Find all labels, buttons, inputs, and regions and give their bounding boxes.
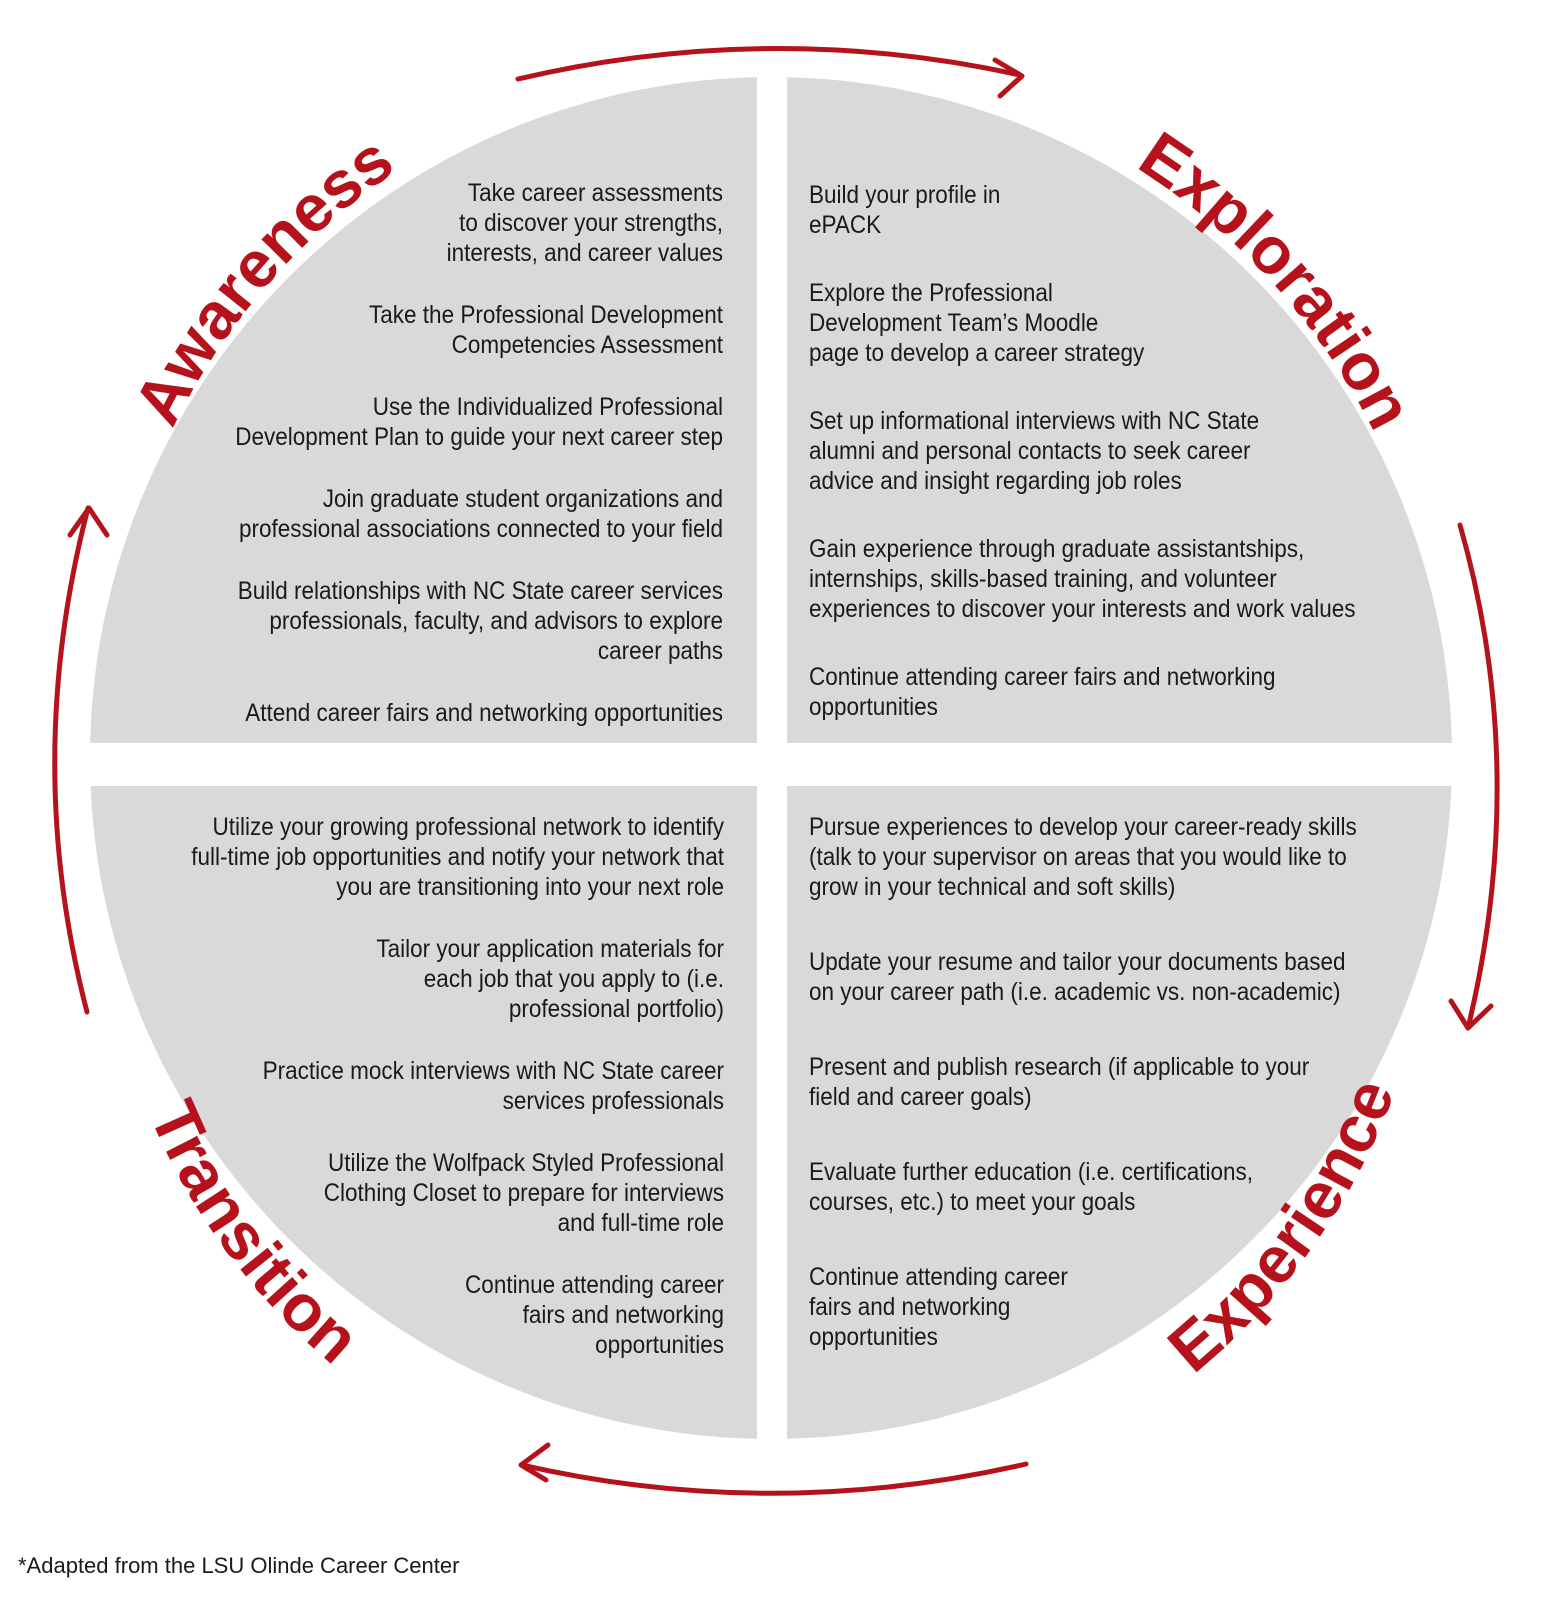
experience-actions: Pursue experiences to develop your caree…: [809, 812, 1357, 1352]
experience-item: Present and publish research (if applica…: [809, 1053, 1310, 1111]
experience-item: Evaluate further education (i.e. certifi…: [809, 1158, 1253, 1216]
footnote: *Adapted from the LSU Olinde Career Cent…: [18, 1553, 460, 1578]
transition-actions: Utilize your growing professional networ…: [191, 812, 724, 1360]
awareness-item: Attend career fairs and networking oppor…: [245, 699, 724, 727]
arrow-left-clockwise: [52, 505, 91, 1015]
exploration-actions: Build your profile in ePACK Explore the …: [809, 180, 1356, 722]
awareness-item: Build relationships with NC State career…: [237, 577, 723, 665]
exploration-item: Gain experience through graduate assista…: [809, 535, 1356, 623]
experience-item: Pursue experiences to develop your caree…: [809, 813, 1357, 901]
arrow-top-head: [992, 57, 1025, 99]
transition-item: Utilize the Wolfpack Styled Professional…: [323, 1149, 724, 1237]
arrow-left-head: [67, 505, 110, 538]
exploration-item: Continue attending career fairs and netw…: [809, 663, 1276, 721]
transition-item: Continue attending career fairs and netw…: [465, 1271, 724, 1359]
awareness-actions: Take career assessments to discover your…: [235, 178, 723, 728]
exploration-item: Explore the Professional Development Tea…: [809, 279, 1145, 367]
arrow-bottom-head: [518, 1442, 551, 1483]
experience-item: Update your resume and tailor your docum…: [809, 948, 1346, 1006]
awareness-item: Join graduate student organizations and …: [238, 485, 723, 543]
awareness-item: Take career assessments to discover your…: [446, 179, 723, 267]
awareness-item: Take the Professional Development Compet…: [369, 301, 723, 359]
experience-item: Continue attending career fairs and netw…: [809, 1263, 1068, 1351]
exploration-item: Build your profile in ePACK: [809, 181, 1001, 239]
transition-item: Practice mock interviews with NC State c…: [262, 1057, 724, 1115]
arrow-bottom-clockwise: [519, 1461, 1029, 1496]
arrow-right-clockwise: [1457, 522, 1500, 1031]
awareness-item: Use the Individualized Professional Deve…: [235, 393, 723, 451]
arrow-top-clockwise: [515, 45, 1023, 82]
arrow-right-head: [1448, 998, 1494, 1031]
exploration-item: Set up informational interviews with NC …: [809, 407, 1260, 495]
transition-item: Utilize your growing professional networ…: [191, 813, 724, 901]
transition-item: Tailor your application materials for ea…: [376, 935, 724, 1023]
